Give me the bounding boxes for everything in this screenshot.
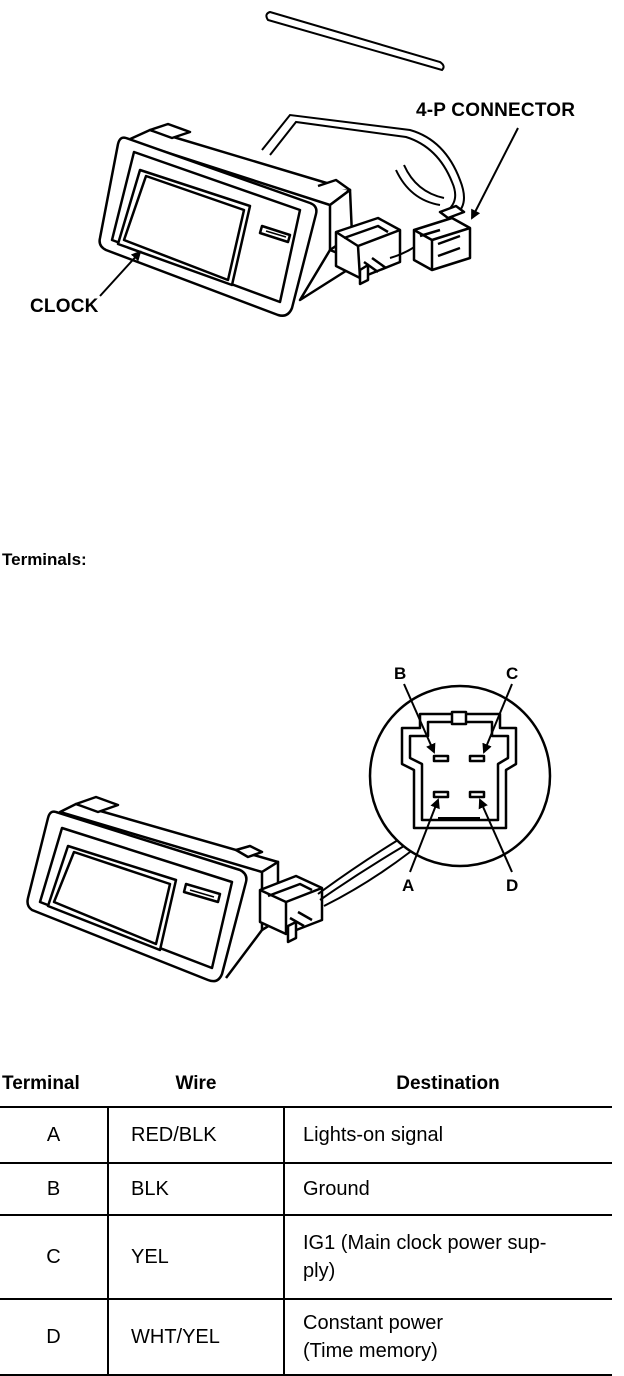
clock-connector-bottom bbox=[258, 874, 324, 944]
connector-callout-arrow bbox=[471, 127, 519, 220]
cell-terminal: A bbox=[0, 1107, 109, 1164]
four-p-connector-face bbox=[400, 710, 518, 830]
table-row: C YEL IG1 (Main clock power sup- ply) bbox=[0, 1215, 612, 1300]
cell-wire: BLK bbox=[108, 1163, 285, 1216]
cell-wire: YEL bbox=[108, 1215, 285, 1300]
dash-trim-strip bbox=[265, 10, 445, 72]
clock-connector-top bbox=[334, 216, 402, 286]
cell-terminal: B bbox=[0, 1163, 109, 1216]
cell-wire: WHT/YEL bbox=[108, 1299, 285, 1376]
connector-label: 4-P CONNECTOR bbox=[416, 100, 576, 121]
clock-callout-arrow bbox=[99, 250, 142, 297]
cell-terminal: D bbox=[0, 1299, 109, 1376]
cell-wire: RED/BLK bbox=[108, 1107, 285, 1164]
cell-destination: Constant power (Time memory) bbox=[284, 1299, 612, 1376]
table-header-row: Terminal Wire Destination bbox=[0, 1062, 612, 1108]
cell-destination: Lights-on signal bbox=[284, 1107, 612, 1164]
pin-a-arrow bbox=[409, 798, 440, 873]
pin-label-b: B bbox=[394, 664, 407, 683]
header-wire: Wire bbox=[108, 1062, 284, 1108]
destination-line: IG1 (Main clock power sup- bbox=[303, 1232, 547, 1254]
terminals-heading: Terminals: bbox=[2, 550, 87, 569]
header-destination: Destination bbox=[284, 1062, 612, 1108]
destination-line: Ground bbox=[303, 1178, 370, 1200]
clock-unit-bottom bbox=[26, 795, 280, 983]
destination-line: Lights-on signal bbox=[303, 1124, 444, 1146]
wire-harness bbox=[261, 113, 465, 216]
cell-destination: IG1 (Main clock power sup- ply) bbox=[284, 1215, 612, 1300]
header-terminal: Terminal bbox=[0, 1062, 108, 1108]
destination-line: ply) bbox=[303, 1260, 336, 1282]
pin-b-arrow bbox=[403, 683, 436, 754]
four-p-connector bbox=[412, 204, 472, 272]
clock-label: CLOCK bbox=[30, 296, 99, 317]
cell-terminal: C bbox=[0, 1215, 109, 1300]
cell-destination: Ground bbox=[284, 1163, 612, 1216]
destination-line: Constant power bbox=[303, 1312, 444, 1334]
pin-label-d: D bbox=[506, 876, 519, 895]
pin-d-arrow bbox=[478, 798, 513, 873]
clock-unit-top bbox=[98, 122, 362, 317]
table-row: A RED/BLK Lights-on signal bbox=[0, 1107, 612, 1164]
pin-label-a: A bbox=[402, 876, 415, 895]
destination-line: (Time memory) bbox=[303, 1340, 438, 1362]
table-row: D WHT/YEL Constant power (Time memory) bbox=[0, 1299, 612, 1376]
pin-c-arrow bbox=[482, 683, 513, 754]
table-row: B BLK Ground bbox=[0, 1163, 612, 1216]
connector-face-magnifier bbox=[317, 684, 552, 907]
terminal-table: Terminal Wire Destination A RED/BLK Ligh… bbox=[0, 1062, 612, 1376]
pin-label-c: C bbox=[506, 664, 519, 683]
clock-diagram bbox=[26, 10, 552, 983]
